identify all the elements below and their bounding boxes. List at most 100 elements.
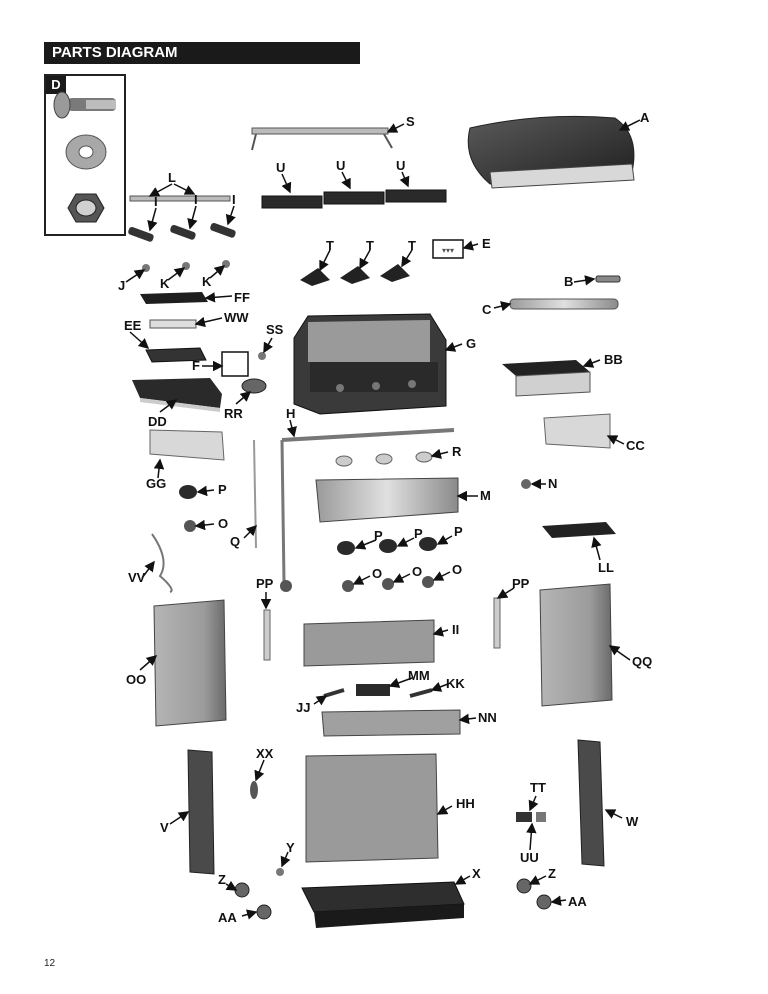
label-gg: GG	[146, 476, 166, 491]
label-u: U	[276, 160, 285, 175]
part-cc-shelf	[543, 413, 611, 449]
label-ff: FF	[234, 290, 250, 305]
part-pp-handle-right	[493, 597, 501, 649]
label-u: U	[336, 158, 345, 173]
label-t: T	[326, 238, 334, 253]
label-a: A	[640, 110, 650, 125]
part-q-wire	[253, 439, 257, 549]
part-nn-rail	[321, 709, 461, 737]
label-ee: EE	[124, 318, 142, 333]
label-ss: SS	[266, 322, 284, 337]
part-pp-handle-left	[263, 609, 271, 661]
part-xx-spacer	[250, 781, 258, 799]
part-tt-bracket	[516, 812, 532, 822]
part-hh-front-panel	[305, 753, 439, 863]
part-a-lid	[467, 115, 635, 189]
part-c-tube	[509, 298, 619, 310]
label-u: U	[396, 158, 405, 173]
label-nn: NN	[478, 710, 497, 725]
part-ee-grease-tray	[145, 347, 207, 363]
label-x: X	[472, 866, 481, 881]
label-o: O	[218, 516, 228, 531]
label-t: T	[366, 238, 374, 253]
part-rr-igniter	[241, 378, 267, 394]
label-ll: LL	[598, 560, 614, 575]
part-d-inset: D	[44, 74, 126, 236]
label-b: B	[564, 274, 573, 289]
part-gg-shelf	[149, 429, 225, 461]
label-z: Z	[548, 866, 556, 881]
label-rr: RR	[224, 406, 243, 421]
part-ww-rack	[149, 319, 197, 329]
part-kk-bar	[409, 688, 433, 698]
inset-label-d: D	[46, 76, 66, 94]
label-o: O	[372, 566, 382, 581]
part-s-warming-rack	[251, 127, 393, 151]
label-o: O	[412, 564, 422, 579]
part-t-heat-tents	[300, 264, 410, 286]
part-x-base	[301, 881, 465, 928]
part-bb-side-shelf	[502, 360, 591, 397]
label-j: J	[118, 278, 125, 293]
label-m: M	[480, 488, 491, 503]
part-z-aa-casters	[234, 878, 552, 920]
part-qq-door	[539, 583, 613, 707]
label-p: P	[414, 526, 423, 541]
label-qq: QQ	[632, 654, 652, 669]
label-i: I	[154, 194, 158, 209]
label-y: Y	[286, 840, 295, 855]
part-p-knobs	[179, 485, 437, 555]
part-h-manifold	[280, 428, 455, 592]
label-c: C	[482, 302, 492, 317]
label-i: I	[194, 192, 198, 207]
part-v-frame	[187, 749, 215, 875]
part-r-burner-caps	[335, 451, 433, 467]
part-ff-tray	[140, 292, 208, 304]
part-ii-back-panel	[303, 619, 435, 667]
label-oo: OO	[126, 672, 146, 687]
part-b-tube	[595, 275, 621, 283]
page-title: PARTS DIAGRAM	[44, 42, 360, 64]
part-w-frame	[577, 739, 605, 867]
part-f-hardware-box	[221, 351, 249, 377]
part-ll-shelf	[542, 522, 616, 538]
label-t: T	[408, 238, 416, 253]
part-o-bezels	[184, 520, 434, 592]
callout-arrows	[125, 119, 641, 920]
label-e: E	[482, 236, 491, 251]
label-ww: WW	[224, 310, 249, 325]
part-l-i-crossover-tubes	[128, 195, 236, 242]
label-kk: KK	[446, 676, 465, 691]
label-bb: BB	[604, 352, 623, 367]
part-y-bolt	[276, 868, 284, 876]
part-m-control-panel	[315, 477, 459, 523]
label-p: P	[374, 528, 383, 543]
part-vv-wire	[151, 533, 173, 593]
part-n-knob	[521, 479, 531, 489]
part-uu-clip	[536, 812, 546, 822]
callout-labels: S A U U U L I I I E T T T B C J K K FF W…	[118, 110, 652, 925]
label-k: K	[160, 276, 170, 291]
label-pp: PP	[512, 576, 530, 591]
label-q: Q	[230, 534, 240, 549]
svg-text:▾▾▾: ▾▾▾	[442, 246, 454, 255]
label-p: P	[218, 482, 227, 497]
label-jj: JJ	[296, 700, 310, 715]
label-ii: II	[452, 622, 459, 637]
label-r: R	[452, 444, 462, 459]
bolt-washer-nut-illustration	[53, 91, 116, 223]
part-dd-side-shelf	[132, 378, 222, 412]
page-number: 12	[44, 958, 56, 969]
label-uu: UU	[520, 850, 539, 865]
label-tt: TT	[530, 780, 546, 795]
label-xx: XX	[256, 746, 274, 761]
label-dd: DD	[148, 414, 167, 429]
label-z: Z	[218, 872, 226, 887]
label-p: P	[454, 524, 463, 539]
part-jj-bar	[323, 688, 345, 698]
label-v: V	[160, 820, 169, 835]
label-i: I	[232, 192, 236, 207]
part-u-cooking-grates	[261, 189, 447, 209]
label-l: L	[168, 170, 176, 185]
